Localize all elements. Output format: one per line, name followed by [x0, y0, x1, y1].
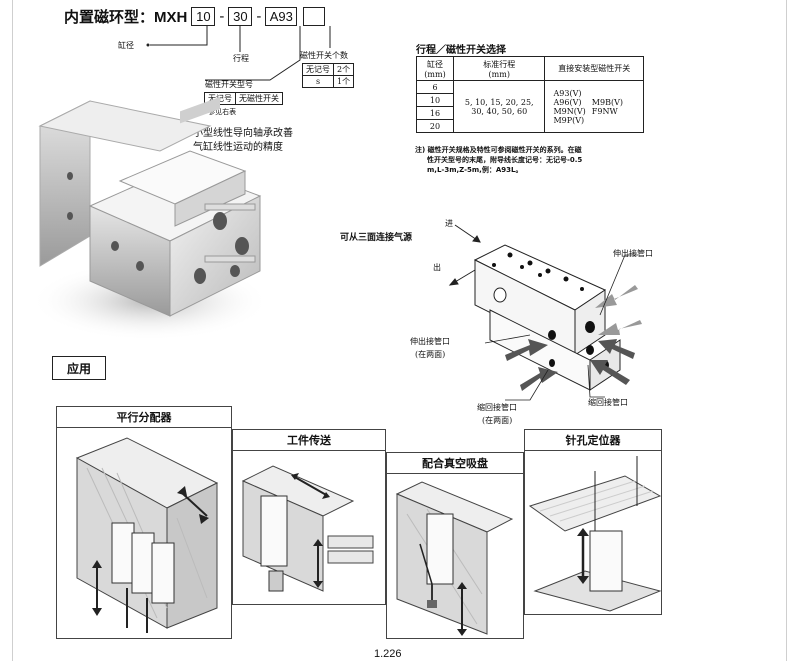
page-border-right	[786, 0, 787, 661]
app-title-vacuum: 配合真空吸盘	[386, 452, 524, 474]
app-title-text: 平行分配器	[116, 411, 172, 424]
app-title-pin: 针孔定位器	[524, 429, 662, 451]
table-cell: 1个	[332, 75, 355, 88]
app-image-pin	[524, 450, 662, 615]
switch-value: M9N(V)	[553, 106, 586, 116]
out-label: 出	[433, 263, 441, 272]
code-bore: 10	[191, 7, 216, 26]
table-cell: A93(V) A96(V) M9N(V) M9P(V) M9B(V) F9NW	[544, 80, 644, 133]
app-image-parallel	[56, 427, 232, 639]
switch-type-label: 磁性开关型号	[205, 80, 253, 89]
stroke-label: 行程	[233, 54, 249, 63]
note-line: 性开关型号的末尾，附导线长度记号：无记号-0.5	[427, 156, 583, 164]
table-row: s 1个	[302, 75, 355, 88]
extend-port-left-label: 伸出接管口	[410, 337, 450, 346]
retract-port-right-label: 缩回接管口	[588, 398, 628, 407]
table-row: 20	[416, 119, 644, 133]
port-diagram	[448, 224, 642, 401]
table-cell: 2个	[332, 63, 355, 76]
header-stroke: 标准行程 (mm)	[483, 59, 516, 79]
pin-locator-illustration	[528, 456, 661, 612]
bore-label: 缸径	[118, 41, 134, 50]
app-title-text: 针孔定位器	[565, 434, 621, 447]
extend-port-right-label: 伸出接管口	[613, 249, 653, 258]
app-image-vacuum	[386, 473, 524, 639]
app-title-text: 工件传送	[287, 434, 331, 447]
page-number: 1.226	[374, 648, 402, 660]
app-title-text: 配合真空吸盘	[422, 457, 488, 470]
in-label: 进	[445, 219, 453, 228]
table-cell: 20	[416, 119, 454, 133]
table-row: 缸径 (mm) 标准行程 (mm) 直接安装型磁性开关	[416, 56, 644, 81]
selection-table: 缸径 (mm) 标准行程 (mm) 直接安装型磁性开关 6 5, 10, 15,…	[416, 56, 644, 133]
table-cell: s	[302, 75, 334, 88]
table-header: 标准行程 (mm)	[452, 56, 546, 81]
code-separator: -	[256, 8, 262, 25]
switch-value: A96(V)	[553, 97, 582, 107]
see-right-note: •参见右表	[204, 108, 237, 116]
table-cell: 16	[416, 106, 454, 120]
table-row: 无记号 2个	[302, 63, 355, 76]
parallel-distributor-illustration	[75, 437, 219, 633]
both-sides-label-2: (在两面)	[482, 416, 513, 425]
feature-text-1: 小型线性导向轴承改善	[193, 128, 293, 139]
table-cell: 5, 10, 15, 20, 25, 30, 40, 50, 60	[452, 80, 546, 133]
selection-title: 行程／磁性开关选择	[416, 45, 506, 56]
note-line: m,L-3m,Z-5m,例：A93L。	[427, 166, 523, 174]
code-separator: -	[219, 8, 225, 25]
page-border-left	[12, 0, 13, 661]
cylinder-photo	[30, 96, 270, 341]
code-switch: A93	[265, 7, 298, 26]
applications-title: 应用	[66, 361, 91, 376]
table-cell: 10	[416, 93, 454, 107]
model-code-leaders	[146, 26, 331, 81]
header-switch: 直接安装型磁性开关	[558, 64, 631, 73]
app-title-transfer: 工件传送	[232, 429, 386, 451]
table-header: 直接安装型磁性开关	[544, 56, 644, 81]
switch-count-title: 磁性开关个数	[300, 51, 348, 60]
selection-note: 注) 磁性开关规格及特性可参阅磁性开关的系列。在磁 性开关型号的末尾，附导线长度…	[415, 145, 582, 175]
both-sides-label-1: (在两面)	[415, 350, 446, 359]
note-line: 注) 磁性开关规格及特性可参阅磁性开关的系列。在磁	[415, 146, 582, 154]
code-stroke: 30	[228, 7, 253, 26]
header-bore: 缸径 (mm)	[424, 59, 446, 79]
feature-text-2: 气缸线性运动的精度	[193, 142, 283, 153]
table-cell: 无磁性开关	[235, 92, 283, 105]
retract-port-left-label: 缩回接管口	[477, 403, 517, 412]
table-cell: 无记号	[302, 63, 334, 76]
switch-value: F9NW	[591, 106, 618, 116]
switch-count-table: 无记号 2个 s 1个	[302, 63, 355, 88]
switch-value: M9B(V)	[591, 97, 623, 107]
switch-value: M9P(V)	[553, 115, 585, 125]
app-image-transfer	[232, 450, 386, 605]
vacuum-pad-illustration	[395, 481, 514, 636]
stroke-values-1: 5, 10, 15, 20, 25,	[464, 97, 534, 107]
code-count	[303, 7, 326, 26]
app-title-parallel: 平行分配器	[56, 406, 232, 428]
table-header: 缸径 (mm)	[416, 56, 454, 81]
model-code: 内置磁环型：MXH 10 - 30 - A93	[64, 6, 326, 27]
switch-value: A93(V)	[553, 88, 582, 98]
stroke-values-2: 30, 40, 50, 60	[471, 106, 528, 116]
work-transfer-illustration	[241, 465, 374, 592]
page-title: 内置磁环型：MXH	[64, 9, 188, 26]
table-cell: 6	[416, 80, 454, 94]
ports-title: 可从三面连接气源	[340, 233, 413, 243]
table-row: 6 5, 10, 15, 20, 25, 30, 40, 50, 60 A93(…	[416, 80, 644, 133]
applications-section-label: 应用	[52, 356, 106, 380]
